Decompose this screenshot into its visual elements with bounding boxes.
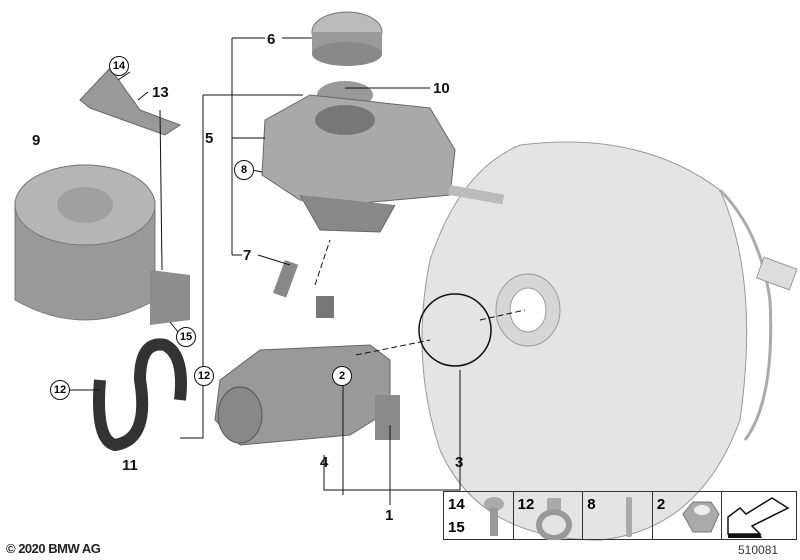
- pin-icon: [626, 497, 633, 537]
- callout-11: 11: [122, 457, 138, 474]
- callout-7: 7: [243, 247, 252, 264]
- callout-15: 15: [176, 327, 196, 347]
- part-number: 8: [587, 496, 596, 513]
- hose-clamp-icon: [535, 498, 572, 540]
- callout-13: 13: [152, 84, 169, 101]
- screw-icon: [484, 497, 504, 536]
- reservoir-cap: [311, 11, 383, 109]
- parts-cell-pin: 8: [583, 492, 653, 539]
- parts-cell-arrow: [722, 492, 796, 539]
- part-number: 15: [448, 519, 465, 536]
- callout-12: 12: [194, 366, 214, 386]
- callout-4: 4: [320, 454, 329, 471]
- callout-14: 14: [109, 56, 129, 76]
- filter-canister: [14, 67, 190, 325]
- part-number: 12: [517, 496, 535, 513]
- parts-cell-screw: 14 15: [444, 492, 514, 539]
- callout-8: 8: [234, 160, 254, 180]
- parts-table: 14 15 12 8 2: [443, 491, 797, 540]
- leader-lines: [70, 37, 526, 505]
- callout-9: 9: [32, 132, 41, 149]
- callout-10: 10: [433, 80, 450, 97]
- callout-6: 6: [267, 31, 276, 48]
- callout-2: 2: [332, 366, 352, 386]
- master-cylinder: [214, 344, 400, 446]
- parts-cell-clamp: 12: [514, 492, 584, 540]
- part-number: 14: [448, 496, 465, 513]
- parts-cell-nut: 2: [653, 492, 723, 539]
- callout-3: 3: [455, 454, 464, 471]
- diagram-number: 510081: [738, 543, 779, 557]
- callout-1: 1: [385, 507, 394, 524]
- hex-nut-icon: [682, 501, 720, 533]
- callout-5: 5: [205, 130, 214, 147]
- copyright: © 2020 BMW AG: [6, 541, 101, 556]
- hose: [93, 338, 187, 452]
- part-number: 2: [656, 496, 666, 513]
- callout-12: 12: [50, 380, 70, 400]
- brake-booster: [418, 141, 798, 541]
- brake-fluid-reservoir: [261, 94, 505, 318]
- direction-arrow-icon: [727, 497, 790, 538]
